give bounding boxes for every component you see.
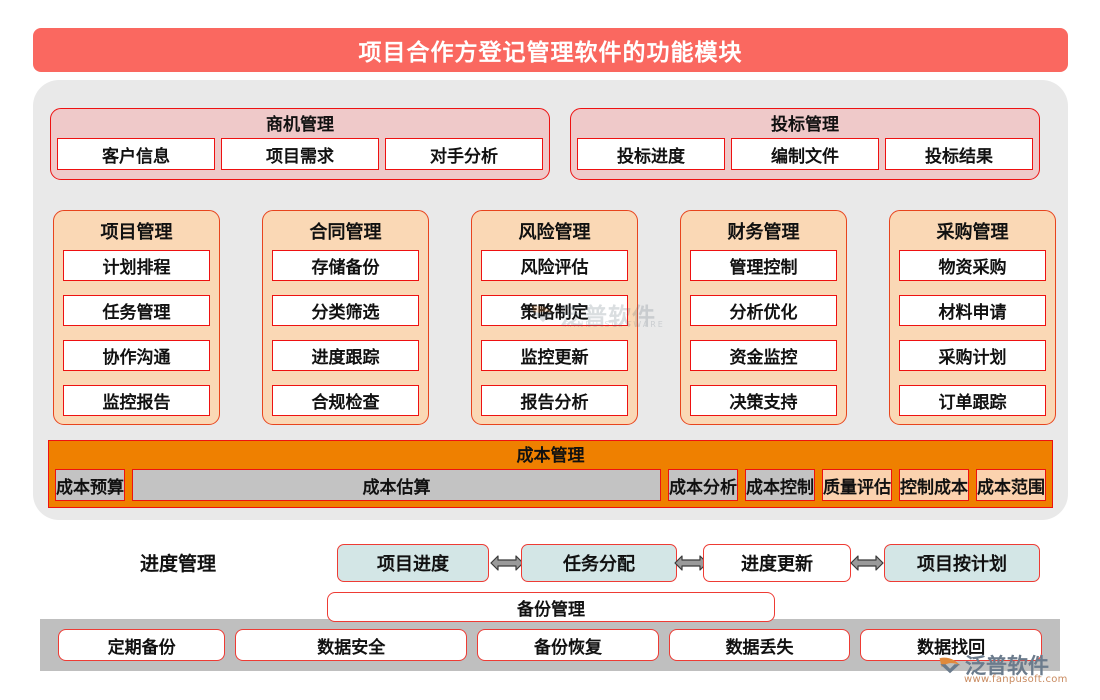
- module-chip[interactable]: 合规检查: [272, 385, 419, 416]
- module-chip[interactable]: 成本预算: [55, 469, 125, 501]
- module-chip[interactable]: 成本控制: [745, 469, 815, 501]
- group-items: 投标进度 编制文件 投标结果: [577, 138, 1033, 170]
- column-items: 风险评估 策略制定 监控更新 报告分析: [481, 250, 628, 416]
- column-title: 风险管理: [518, 222, 591, 243]
- cost-management-bar: 成本管理 成本预算 成本估算 成本分析 成本控制 质量评估 控制成本 成本范围: [48, 440, 1053, 508]
- double-arrow-icon: [490, 555, 524, 571]
- module-chip[interactable]: 投标进度: [577, 138, 725, 170]
- module-chip[interactable]: 数据丢失: [668, 629, 851, 661]
- double-arrow-icon: [850, 555, 884, 571]
- fanpu-logo-icon: [939, 657, 961, 674]
- page-title: 项目合作方登记管理软件的功能模块: [358, 40, 743, 66]
- column-title: 采购管理: [936, 222, 1009, 243]
- column-title: 财务管理: [727, 222, 800, 243]
- module-chip[interactable]: 策略制定: [481, 295, 628, 326]
- cost-management-title: 成本管理: [516, 446, 585, 466]
- module-chip[interactable]: 控制成本: [899, 469, 969, 501]
- column-panel-contract: 合同管理 存储备份 分类筛选 进度跟踪 合规检查: [262, 210, 429, 425]
- module-chip[interactable]: 投标结果: [885, 138, 1033, 170]
- page-title-bar: 项目合作方登记管理软件的功能模块: [33, 28, 1068, 72]
- group-panel-opportunity: 商机管理 客户信息 项目需求 对手分析: [50, 108, 550, 180]
- group-title: 商机管理: [266, 115, 334, 135]
- module-chip[interactable]: 材料申请: [899, 295, 1046, 326]
- schedule-box[interactable]: 进度更新: [703, 544, 851, 582]
- column-panel-finance: 财务管理 管理控制 分析优化 资金监控 决策支持: [680, 210, 847, 425]
- module-chip[interactable]: 物资采购: [899, 250, 1046, 281]
- group-panel-bidding: 投标管理 投标进度 编制文件 投标结果: [570, 108, 1040, 180]
- schedule-box[interactable]: 项目进度: [337, 544, 489, 582]
- backup-management-title: 备份管理: [327, 592, 775, 622]
- module-chip[interactable]: 分析优化: [690, 295, 837, 326]
- module-chip[interactable]: 报告分析: [481, 385, 628, 416]
- module-chip[interactable]: 资金监控: [690, 340, 837, 371]
- module-chip[interactable]: 风险评估: [481, 250, 628, 281]
- module-chip[interactable]: 编制文件: [731, 138, 879, 170]
- module-chip[interactable]: 分类筛选: [272, 295, 419, 326]
- column-panel-project: 项目管理 计划排程 任务管理 协作沟通 监控报告: [53, 210, 220, 425]
- schedule-box[interactable]: 项目按计划: [884, 544, 1040, 582]
- brand-logo: 泛普软件 www.fanpusoft.com: [938, 650, 1067, 685]
- module-chip[interactable]: 项目需求: [221, 138, 379, 170]
- column-title: 合同管理: [309, 222, 382, 243]
- module-chip[interactable]: 存储备份: [272, 250, 419, 281]
- backup-management-bar: 定期备份 数据安全 备份恢复 数据丢失 数据找回: [40, 619, 1060, 671]
- column-items: 管理控制 分析优化 资金监控 决策支持: [690, 250, 837, 416]
- module-chip[interactable]: 成本范围: [976, 469, 1046, 501]
- column-panel-procurement: 采购管理 物资采购 材料申请 采购计划 订单跟踪: [889, 210, 1056, 425]
- module-chip[interactable]: 客户信息: [57, 138, 215, 170]
- module-chip[interactable]: 成本分析: [668, 469, 738, 501]
- column-items: 存储备份 分类筛选 进度跟踪 合规检查: [272, 250, 419, 416]
- module-chip[interactable]: 监控更新: [481, 340, 628, 371]
- module-chip[interactable]: 计划排程: [63, 250, 210, 281]
- module-chip[interactable]: 管理控制: [690, 250, 837, 281]
- module-chip[interactable]: 数据安全: [235, 629, 468, 661]
- schedule-box[interactable]: 任务分配: [521, 544, 677, 582]
- module-chip[interactable]: 协作沟通: [63, 340, 210, 371]
- column-items: 计划排程 任务管理 协作沟通 监控报告: [63, 250, 210, 416]
- module-chip[interactable]: 决策支持: [690, 385, 837, 416]
- module-chip[interactable]: 对手分析: [385, 138, 543, 170]
- module-chip[interactable]: 质量评估: [822, 469, 892, 501]
- brand-logo-url: www.fanpusoft.com: [964, 674, 1068, 685]
- group-items: 客户信息 项目需求 对手分析: [57, 138, 543, 170]
- module-chip[interactable]: 订单跟踪: [899, 385, 1046, 416]
- module-chip[interactable]: 定期备份: [58, 629, 226, 661]
- module-chip[interactable]: 监控报告: [63, 385, 210, 416]
- column-title: 项目管理: [100, 222, 173, 243]
- cost-management-items: 成本预算 成本估算 成本分析 成本控制 质量评估 控制成本 成本范围: [55, 469, 1046, 501]
- column-items: 物资采购 材料申请 采购计划 订单跟踪: [899, 250, 1046, 416]
- module-chip[interactable]: 任务管理: [63, 295, 210, 326]
- schedule-section-label: 进度管理: [140, 552, 217, 575]
- module-chip[interactable]: 进度跟踪: [272, 340, 419, 371]
- group-title: 投标管理: [771, 115, 839, 135]
- module-chip[interactable]: 成本估算: [132, 469, 661, 501]
- module-chip[interactable]: 采购计划: [899, 340, 1046, 371]
- column-panel-risk: 风险管理 风险评估 策略制定 监控更新 报告分析: [471, 210, 638, 425]
- brand-logo-text: 泛普软件: [965, 654, 1049, 678]
- module-chip[interactable]: 备份恢复: [477, 629, 659, 661]
